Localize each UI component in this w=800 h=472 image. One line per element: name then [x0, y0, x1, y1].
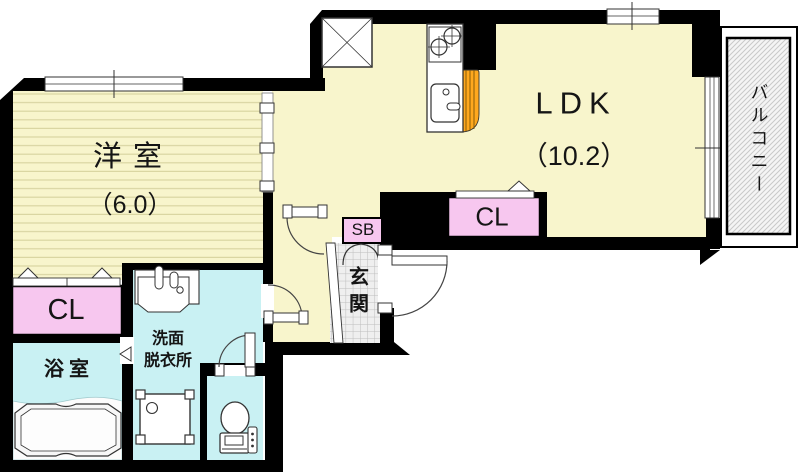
balcony-label: バルコニー [748, 82, 769, 198]
kitchen-sink-icon [430, 83, 461, 123]
kitchen-stove-icon [428, 25, 462, 63]
closet-west-label: CL [47, 293, 85, 326]
washing-machine-icon [135, 389, 195, 445]
bathtub-icon [14, 403, 122, 457]
room-partition-sliding-door [259, 92, 275, 193]
toilet-icon [219, 401, 258, 454]
ldk-hall-door [282, 204, 328, 255]
closet-west-box [10, 267, 124, 337]
western-room-floor [13, 90, 263, 280]
closet-ldk-box [446, 180, 542, 239]
balcony-area [720, 26, 798, 248]
ldk-size: （10.2） [520, 140, 628, 171]
bathroom-label: 浴室 [44, 358, 94, 381]
entrance-front-door [377, 244, 448, 317]
western-room-window [44, 70, 184, 98]
western-room-label: 洋室 [92, 140, 174, 173]
pipe-space-icon [321, 17, 373, 68]
washbasin-icon [134, 265, 200, 313]
washroom-door [261, 284, 309, 325]
shoe-box [342, 217, 383, 266]
ldk-label: LDK [535, 85, 617, 121]
entrance-tiles [325, 242, 380, 344]
ldk-window [606, 2, 660, 30]
bathroom-door [119, 337, 134, 364]
shoe-box-label: SB [351, 220, 375, 240]
washroom-label: 洗面 脱衣所 [143, 330, 193, 370]
balcony-sliding-door [695, 76, 723, 219]
entrance-label: 玄関 [345, 266, 368, 320]
western-room-size: （6.0） [87, 190, 173, 219]
toilet-door [214, 332, 256, 377]
closet-ldk-label: CL [475, 201, 509, 232]
